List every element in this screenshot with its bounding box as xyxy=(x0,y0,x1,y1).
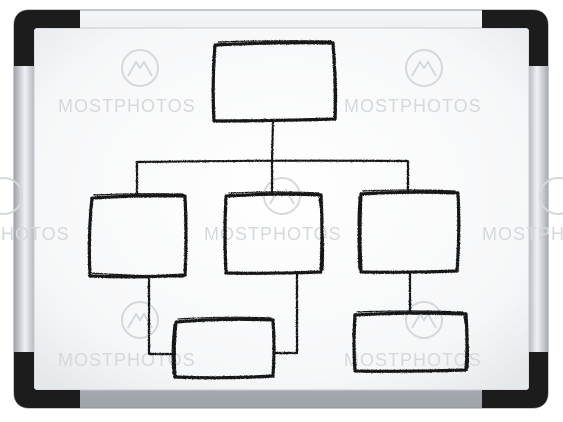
frame-corners xyxy=(14,10,548,408)
connector-root-trunk xyxy=(270,119,275,163)
watermark-text: MOSTPHOTOS xyxy=(344,96,482,116)
chart-box-grandchild-left xyxy=(171,316,276,380)
frame-right-rail xyxy=(526,60,548,358)
board-surface xyxy=(33,27,530,391)
frame-left-rail xyxy=(14,60,36,358)
chart-box-child-left xyxy=(87,193,188,279)
org-chart xyxy=(87,40,470,380)
watermark-text: MOSTPHOTOS xyxy=(344,350,482,370)
watermark: MOSTPHOTOS MOSTPHOTOS MOSTPHOTOS MOSTPHO… xyxy=(0,49,563,370)
chart-box-grandchild-right xyxy=(352,310,470,373)
watermark-text: MOSTPHOTOS xyxy=(0,224,70,244)
watermark-text: MOSTPHOTOS xyxy=(204,224,342,244)
corner-bottom-right xyxy=(482,352,548,408)
chart-box-child-middle xyxy=(223,191,325,275)
corner-top-left xyxy=(14,10,80,66)
connector-middle-down xyxy=(272,271,299,355)
watermark-text: MOSTPHOTOS xyxy=(58,96,196,116)
chart-box-child-right xyxy=(357,189,461,274)
watermark-logo-icon xyxy=(0,49,563,339)
connector-left-down xyxy=(147,274,177,356)
connector-lines xyxy=(135,119,412,356)
chart-box-root xyxy=(211,40,338,123)
corner-top-right xyxy=(482,10,548,66)
watermark-text: MOSTPHOTOS xyxy=(482,224,563,244)
corner-bottom-left xyxy=(14,352,80,408)
